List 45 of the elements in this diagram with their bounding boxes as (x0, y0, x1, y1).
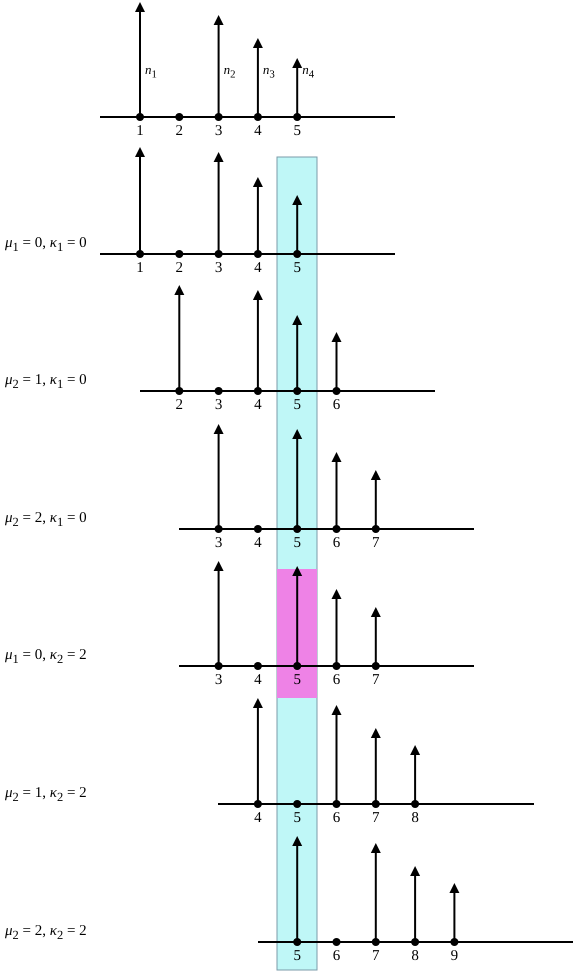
tick-label: 4 (254, 398, 262, 413)
tick-label: 5 (293, 811, 301, 826)
tick-label: 6 (332, 398, 340, 413)
tick-label: 6 (332, 811, 340, 826)
tick-label: 6 (332, 673, 340, 688)
parameter-label: μ$_{2}$ = 1, κ$_{1}$ = 0 (5, 373, 87, 392)
tick-label: 3 (214, 261, 222, 276)
tick-label: 5 (293, 261, 301, 276)
variable-label: n$_{1}$ (145, 62, 157, 83)
tick-label: 3 (214, 398, 222, 413)
tick-label: 7 (372, 949, 380, 964)
tick-label: 1 (136, 124, 144, 139)
tick-label: 5 (293, 124, 301, 139)
tick-label: 8 (411, 811, 419, 826)
tick-label: 7 (372, 811, 380, 826)
variable-label: n$_{4}$ (302, 62, 314, 83)
tick-label: 7 (372, 673, 380, 688)
variable-label: n$_{2}$ (224, 62, 236, 83)
tick-label: 4 (254, 536, 262, 551)
tick-label: 6 (332, 949, 340, 964)
parameter-label: μ$_{1}$ = 0, κ$_{1}$ = 0 (5, 236, 87, 255)
tick-label: 5 (293, 398, 301, 413)
tick-label: 2 (176, 124, 184, 139)
parameter-label: μ$_{1}$ = 0, κ$_{2}$ = 2 (5, 648, 87, 667)
tick-label: 9 (450, 949, 458, 964)
variable-label: n$_{3}$ (262, 62, 275, 83)
parameter-label: μ$_{2}$ = 2, κ$_{2}$ = 2 (5, 924, 87, 943)
tick-label: 3 (214, 124, 222, 139)
tick-label: 6 (332, 536, 340, 551)
tick-label: 4 (254, 673, 262, 688)
tick-label: 5 (293, 536, 301, 551)
tick-label: 2 (176, 398, 184, 413)
parameter-label: μ$_{2}$ = 2, κ$_{1}$ = 0 (5, 511, 87, 530)
tick-label: 4 (254, 811, 262, 826)
tick-label: 5 (293, 673, 301, 688)
tick-label: 2 (176, 261, 184, 276)
tick-label: 5 (293, 949, 301, 964)
parameter-label: μ$_{2}$ = 1, κ$_{2}$ = 2 (5, 786, 87, 805)
tick-label: 3 (214, 673, 222, 688)
tick-label: 3 (214, 536, 222, 551)
tick-label: 1 (136, 261, 144, 276)
tick-label: 4 (254, 261, 262, 276)
tick-label: 8 (411, 949, 419, 964)
tick-label: 7 (372, 536, 380, 551)
tick-label: 4 (254, 124, 262, 139)
